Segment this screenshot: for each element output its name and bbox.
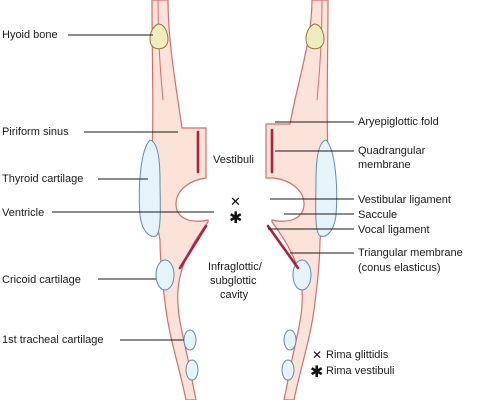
right-conus-elasticus (266, 224, 300, 270)
legend-asterisk-icon: ✱ (310, 362, 323, 381)
label-ventricle: Ventricle (2, 207, 44, 219)
label-piriform-sinus: Piriform sinus (2, 126, 69, 138)
label-saccule: Saccule (358, 209, 397, 221)
left-tracheal-cartilage-2 (185, 359, 199, 381)
label-vestibuli: Vestibuli (213, 154, 254, 166)
left-conus-elasticus (178, 224, 208, 270)
label-infraglottic-3: cavity (220, 289, 249, 301)
left-thyroid-cartilage (138, 139, 161, 237)
rima-vestibuli-marker: ✱ (229, 208, 242, 227)
right-tracheal-cartilage-2 (281, 359, 295, 381)
left-upper-mucosa-line (157, 0, 164, 101)
label-infraglottic-2: subglottic (210, 275, 257, 287)
right-thyroid-cartilage (315, 139, 338, 237)
label-cricoid-cartilage: Cricoid cartilage (2, 274, 81, 286)
right-tracheal-cartilage-1 (283, 329, 297, 351)
label-aryepiglottic-fold: Aryepiglottic fold (358, 116, 439, 128)
legend-cross-icon: ✕ (312, 348, 322, 362)
right-hyoid-bone (305, 23, 325, 50)
label-quadrangular-membrane-2: membrane (358, 159, 411, 171)
left-cricoid-cartilage (155, 259, 175, 291)
label-triangular-membrane-2: (conus elasticus) (358, 262, 441, 274)
left-tracheal-cartilage-1 (183, 329, 197, 351)
label-first-tracheal-cartilage: 1st tracheal cartilage (2, 334, 104, 346)
label-hyoid-bone: Hyoid bone (2, 29, 58, 41)
left-hyoid-bone (149, 23, 169, 50)
label-quadrangular-membrane-1: Quadrangular (358, 145, 426, 157)
label-infraglottic-1: Infraglottic/ (208, 261, 263, 273)
legend-rima-vestibuli: Rima vestibuli (326, 365, 394, 377)
rima-glottidis-marker: ✕ (230, 195, 241, 210)
label-vocal-ligament: Vocal ligament (358, 224, 430, 236)
label-triangular-membrane-1: Triangular membrane (358, 247, 463, 259)
label-thyroid-cartilage: Thyroid cartilage (2, 173, 83, 185)
label-vestibular-ligament: Vestibular ligament (358, 194, 451, 206)
legend-rima-glottidis: Rima glittidis (326, 349, 389, 361)
right-upper-mucosa-line (316, 0, 323, 101)
